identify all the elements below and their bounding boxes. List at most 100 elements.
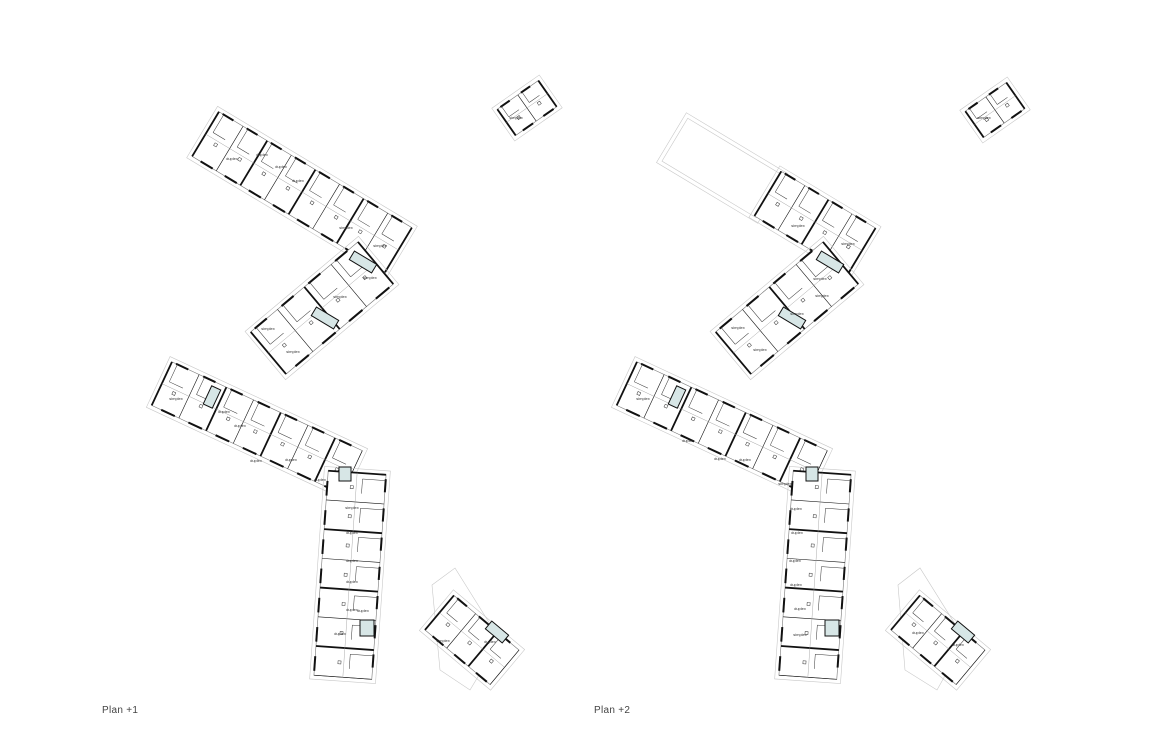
partition: [815, 265, 830, 277]
partition: [912, 598, 925, 614]
facade-wall: [377, 566, 381, 581]
unit-type-label: simplex: [753, 347, 767, 352]
unit-type-label: duplex: [346, 579, 358, 584]
fixture: [349, 485, 354, 489]
facade-wall: [222, 113, 234, 122]
building-wing: [244, 235, 400, 381]
facade-wall: [782, 597, 786, 613]
partition: [819, 595, 843, 598]
facade-wall: [296, 218, 310, 228]
corridor-line: [807, 472, 823, 678]
partition: [912, 612, 924, 623]
partition: [309, 190, 322, 198]
partition: [934, 617, 947, 632]
facade-wall: [667, 375, 681, 384]
facade-wall: [759, 354, 775, 367]
partition: [816, 625, 818, 640]
facade-wall: [722, 400, 736, 409]
facade-wall: [520, 85, 531, 94]
fixture: [309, 200, 315, 206]
facade-wall: [944, 615, 956, 626]
fixture: [198, 403, 204, 409]
fixture: [341, 602, 346, 606]
corridor-line: [205, 133, 399, 251]
party-wall: [357, 241, 394, 285]
partition: [357, 201, 369, 220]
facade-wall: [307, 272, 322, 285]
facade-wall: [453, 653, 466, 665]
fixture: [308, 320, 314, 326]
unit-type-label: duplex: [484, 639, 496, 644]
fixture: [362, 275, 368, 281]
facade-wall: [296, 472, 312, 481]
facade-wall: [456, 597, 468, 608]
facade-wall: [319, 568, 323, 584]
unit-type-label: simplex: [509, 115, 523, 120]
partition: [212, 114, 224, 133]
unit-type-label: duplex: [790, 582, 802, 587]
facade-wall: [248, 189, 262, 199]
partition: [446, 598, 459, 614]
facade-wall: [522, 122, 534, 132]
unit-type-label: simplex: [815, 293, 829, 298]
partition: [332, 457, 347, 465]
facade-wall: [831, 200, 844, 210]
partition: [826, 478, 828, 494]
fixture: [775, 201, 781, 207]
unit-type-label: simplex: [363, 275, 377, 280]
partition: [815, 654, 839, 657]
fixture: [171, 391, 177, 396]
fixture: [802, 660, 807, 665]
facade-wall: [919, 653, 932, 665]
fixture: [812, 514, 817, 519]
facade-wall: [284, 413, 298, 422]
facade-wall: [1010, 110, 1023, 119]
unit-type-label: duplex: [226, 156, 238, 161]
party-wall: [964, 110, 985, 138]
facade-wall: [542, 108, 555, 117]
unit-type-label: simplex: [778, 481, 792, 486]
facade-wall: [325, 480, 329, 496]
facade-wall: [375, 286, 390, 300]
unit-type-label: simplex: [793, 632, 807, 637]
unit-type-label: duplex: [789, 558, 801, 563]
partition: [323, 287, 338, 300]
facade-wall: [967, 101, 979, 110]
partition: [357, 537, 359, 553]
partition: [277, 432, 292, 440]
site-outline: [884, 589, 992, 691]
facade-wall: [379, 537, 383, 551]
partition: [236, 129, 249, 148]
partition: [788, 287, 803, 300]
unit-type-label: simplex: [790, 311, 804, 316]
plan-plus-1-title: Plan +1: [102, 705, 139, 716]
partition: [361, 478, 363, 494]
facade-wall: [257, 400, 271, 409]
partition: [955, 649, 968, 659]
unit-type-label: simplex: [169, 396, 183, 401]
partition: [798, 205, 811, 214]
building-wing: [959, 76, 1031, 144]
fixture: [636, 391, 642, 396]
facade-wall: [897, 635, 911, 647]
site-outline: [748, 165, 882, 279]
facade-wall: [269, 459, 284, 468]
partition: [747, 304, 763, 322]
facade-wall: [246, 127, 259, 136]
stair-core: [805, 466, 819, 482]
site-outline: [709, 235, 865, 381]
partition: [770, 444, 784, 452]
site-outline: [774, 466, 856, 684]
party-wall: [537, 80, 558, 108]
facade-wall: [988, 87, 999, 96]
partition: [348, 654, 351, 669]
partition: [715, 402, 725, 420]
unit-type-label: duplex: [285, 457, 297, 462]
fixture: [488, 658, 494, 664]
facade-wall: [799, 250, 813, 262]
corridor-line: [733, 262, 841, 354]
unit-type-label: duplex: [739, 457, 751, 462]
fixture: [933, 640, 939, 646]
fixture: [225, 416, 231, 422]
fixture: [307, 454, 313, 460]
